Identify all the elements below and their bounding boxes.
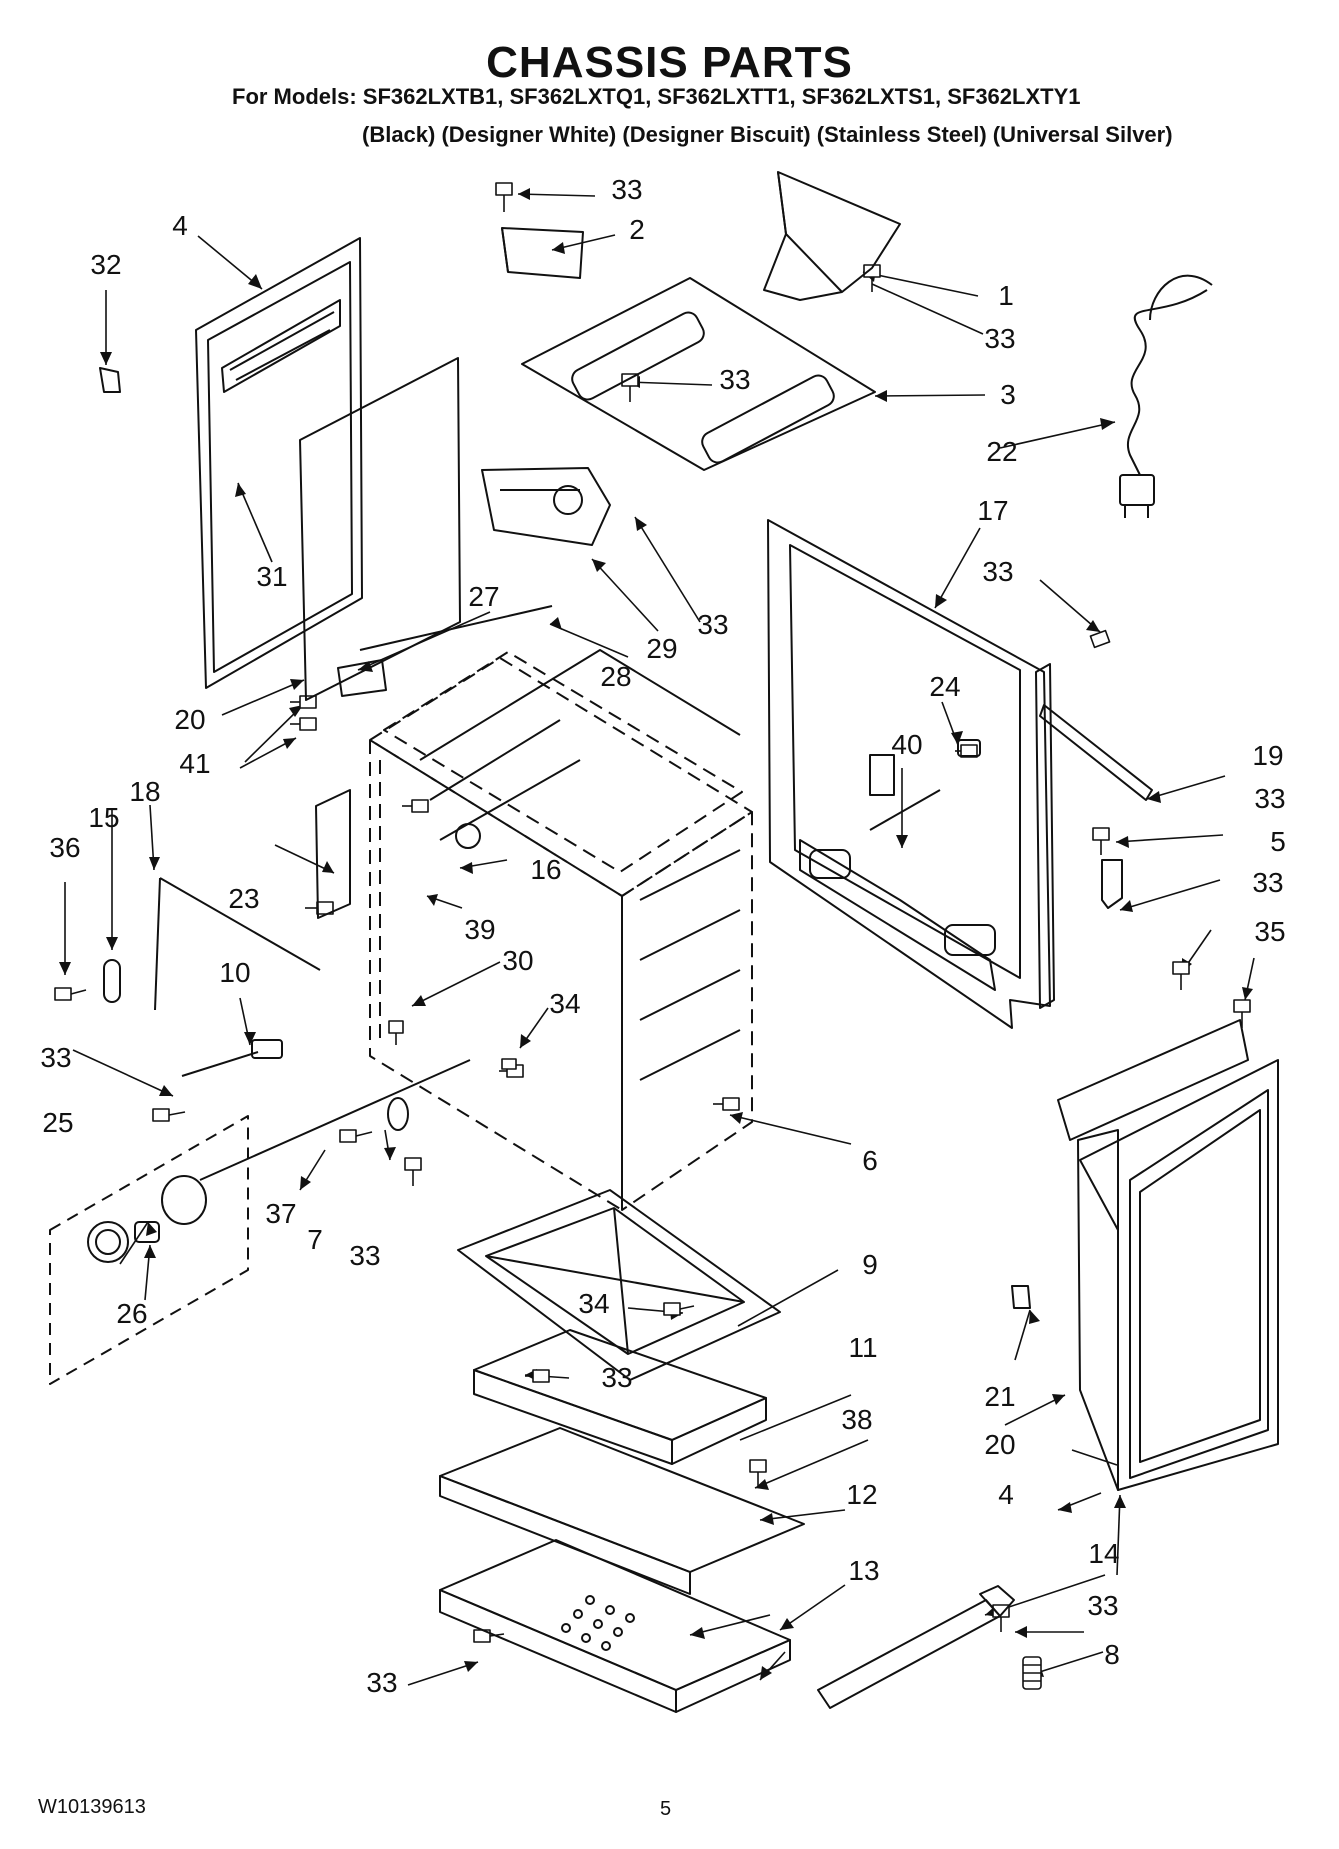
callout-label: 29 bbox=[646, 633, 678, 664]
callout-label: 33 bbox=[349, 1240, 381, 1271]
callout-label: 34 bbox=[578, 1288, 610, 1319]
callout-label: 22 bbox=[986, 436, 1018, 467]
callout-label: 6 bbox=[862, 1145, 878, 1176]
colors-line: (Black) (Designer White) (Designer Biscu… bbox=[362, 122, 1173, 147]
callout-label: 33 bbox=[1087, 1590, 1119, 1621]
page-number: 5 bbox=[660, 1798, 672, 1820]
callout-label: 33 bbox=[1252, 867, 1284, 898]
callout-label: 10 bbox=[219, 957, 251, 988]
part-burner-9 bbox=[457, 1189, 781, 1381]
callout-label: 37 bbox=[265, 1198, 297, 1229]
callout-label: 27 bbox=[468, 581, 500, 612]
callout-label: 4 bbox=[998, 1479, 1014, 1510]
screw-icons bbox=[54, 182, 1251, 1690]
part-rail-19 bbox=[1039, 704, 1153, 801]
callout-label: 33 bbox=[984, 323, 1016, 354]
models-line: For Models: SF362LXTB1, SF362LXTQ1, SF36… bbox=[232, 84, 1081, 109]
page-title: CHASSIS PARTS bbox=[486, 38, 853, 87]
callout-label: 30 bbox=[502, 945, 534, 976]
arrowheads bbox=[59, 188, 1253, 1680]
part-fitting-24 bbox=[869, 739, 981, 831]
part-igniter-10 bbox=[181, 1039, 283, 1077]
part-inner-panel-31 bbox=[299, 357, 461, 701]
callout-label: 13 bbox=[848, 1555, 880, 1586]
part-bracket-7 bbox=[387, 1097, 409, 1131]
callout-label: 17 bbox=[977, 495, 1009, 526]
leader-lines bbox=[64, 193, 1255, 1686]
part-back-panel-17 bbox=[767, 519, 1055, 1029]
part-top-support-3 bbox=[521, 277, 876, 471]
part-fitting-16 bbox=[455, 823, 481, 849]
callout-label: 11 bbox=[848, 1332, 878, 1363]
callout-label: 33 bbox=[40, 1042, 72, 1073]
callout-label: 36 bbox=[49, 832, 81, 863]
callout-label: 34 bbox=[549, 988, 581, 1019]
part-bracket-23 bbox=[315, 789, 351, 919]
part-bottom-panel-13 bbox=[439, 1539, 791, 1713]
part-panel-12 bbox=[439, 1427, 805, 1595]
callout-label: 20 bbox=[984, 1429, 1016, 1460]
callout-label: 4 bbox=[172, 210, 188, 241]
callout-label: 41 bbox=[179, 748, 211, 779]
callout-label: 23 bbox=[228, 883, 260, 914]
part-rail-14 bbox=[817, 1585, 1015, 1709]
callout-label: 33 bbox=[611, 174, 643, 205]
callout-label: 24 bbox=[929, 671, 961, 702]
callout-label: 9 bbox=[862, 1249, 878, 1280]
part-side-panel-right-4 bbox=[1057, 1019, 1279, 1491]
callout-label: 8 bbox=[1104, 1639, 1120, 1670]
part-knob-area-25 bbox=[49, 1059, 471, 1385]
callout-label: 7 bbox=[307, 1224, 323, 1255]
callout-label: 15 bbox=[88, 802, 120, 833]
part-oven-cavity-liner bbox=[419, 649, 741, 1081]
callout-label: 16 bbox=[530, 854, 562, 885]
callout-label: 26 bbox=[116, 1298, 148, 1329]
callout-label: 14 bbox=[1088, 1538, 1120, 1569]
callout-label: 33 bbox=[366, 1667, 398, 1698]
document-number: W10139613 bbox=[38, 1796, 146, 1818]
callout-label: 20 bbox=[174, 704, 206, 735]
part-rod-18 bbox=[154, 877, 321, 1011]
callout-label: 39 bbox=[464, 914, 496, 945]
part-power-cord-22 bbox=[1119, 274, 1213, 518]
callout-label: 33 bbox=[601, 1362, 633, 1393]
callout-label: 1 bbox=[998, 280, 1014, 311]
callout-label: 28 bbox=[600, 661, 632, 692]
part-clip-32 bbox=[99, 367, 121, 393]
part-side-panel-left-4 bbox=[195, 237, 363, 689]
part-oven-cavity bbox=[369, 651, 753, 1211]
callout-label: 33 bbox=[1254, 783, 1286, 814]
callout-label: 38 bbox=[841, 1404, 873, 1435]
callout-label: 31 bbox=[256, 561, 288, 592]
part-manifold-29 bbox=[481, 467, 611, 546]
callout-label: 19 bbox=[1252, 740, 1284, 771]
callout-label: 33 bbox=[697, 609, 729, 640]
callout-label: 40 bbox=[891, 729, 923, 760]
callout-label: 25 bbox=[42, 1107, 74, 1138]
callout-label: 33 bbox=[982, 556, 1014, 587]
part-panel-11 bbox=[473, 1329, 767, 1465]
callout-label: 33 bbox=[719, 364, 751, 395]
callout-label: 18 bbox=[129, 776, 161, 807]
callout-label: 35 bbox=[1254, 916, 1286, 947]
callout-label: 3 bbox=[1000, 379, 1016, 410]
part-hinge-bracket-27 bbox=[337, 605, 553, 697]
part-bracket-15 bbox=[103, 959, 121, 1003]
part-clip-21 bbox=[1011, 1285, 1031, 1309]
part-bracket-5 bbox=[1101, 859, 1123, 909]
callout-label: 2 bbox=[629, 214, 645, 245]
callout-label: 5 bbox=[1270, 826, 1286, 857]
part-top-bracket-2 bbox=[501, 227, 584, 279]
callout-label: 32 bbox=[90, 249, 122, 280]
callout-label: 21 bbox=[984, 1381, 1016, 1412]
part-vent-duct-1 bbox=[763, 171, 901, 301]
callout-label: 12 bbox=[846, 1479, 878, 1510]
